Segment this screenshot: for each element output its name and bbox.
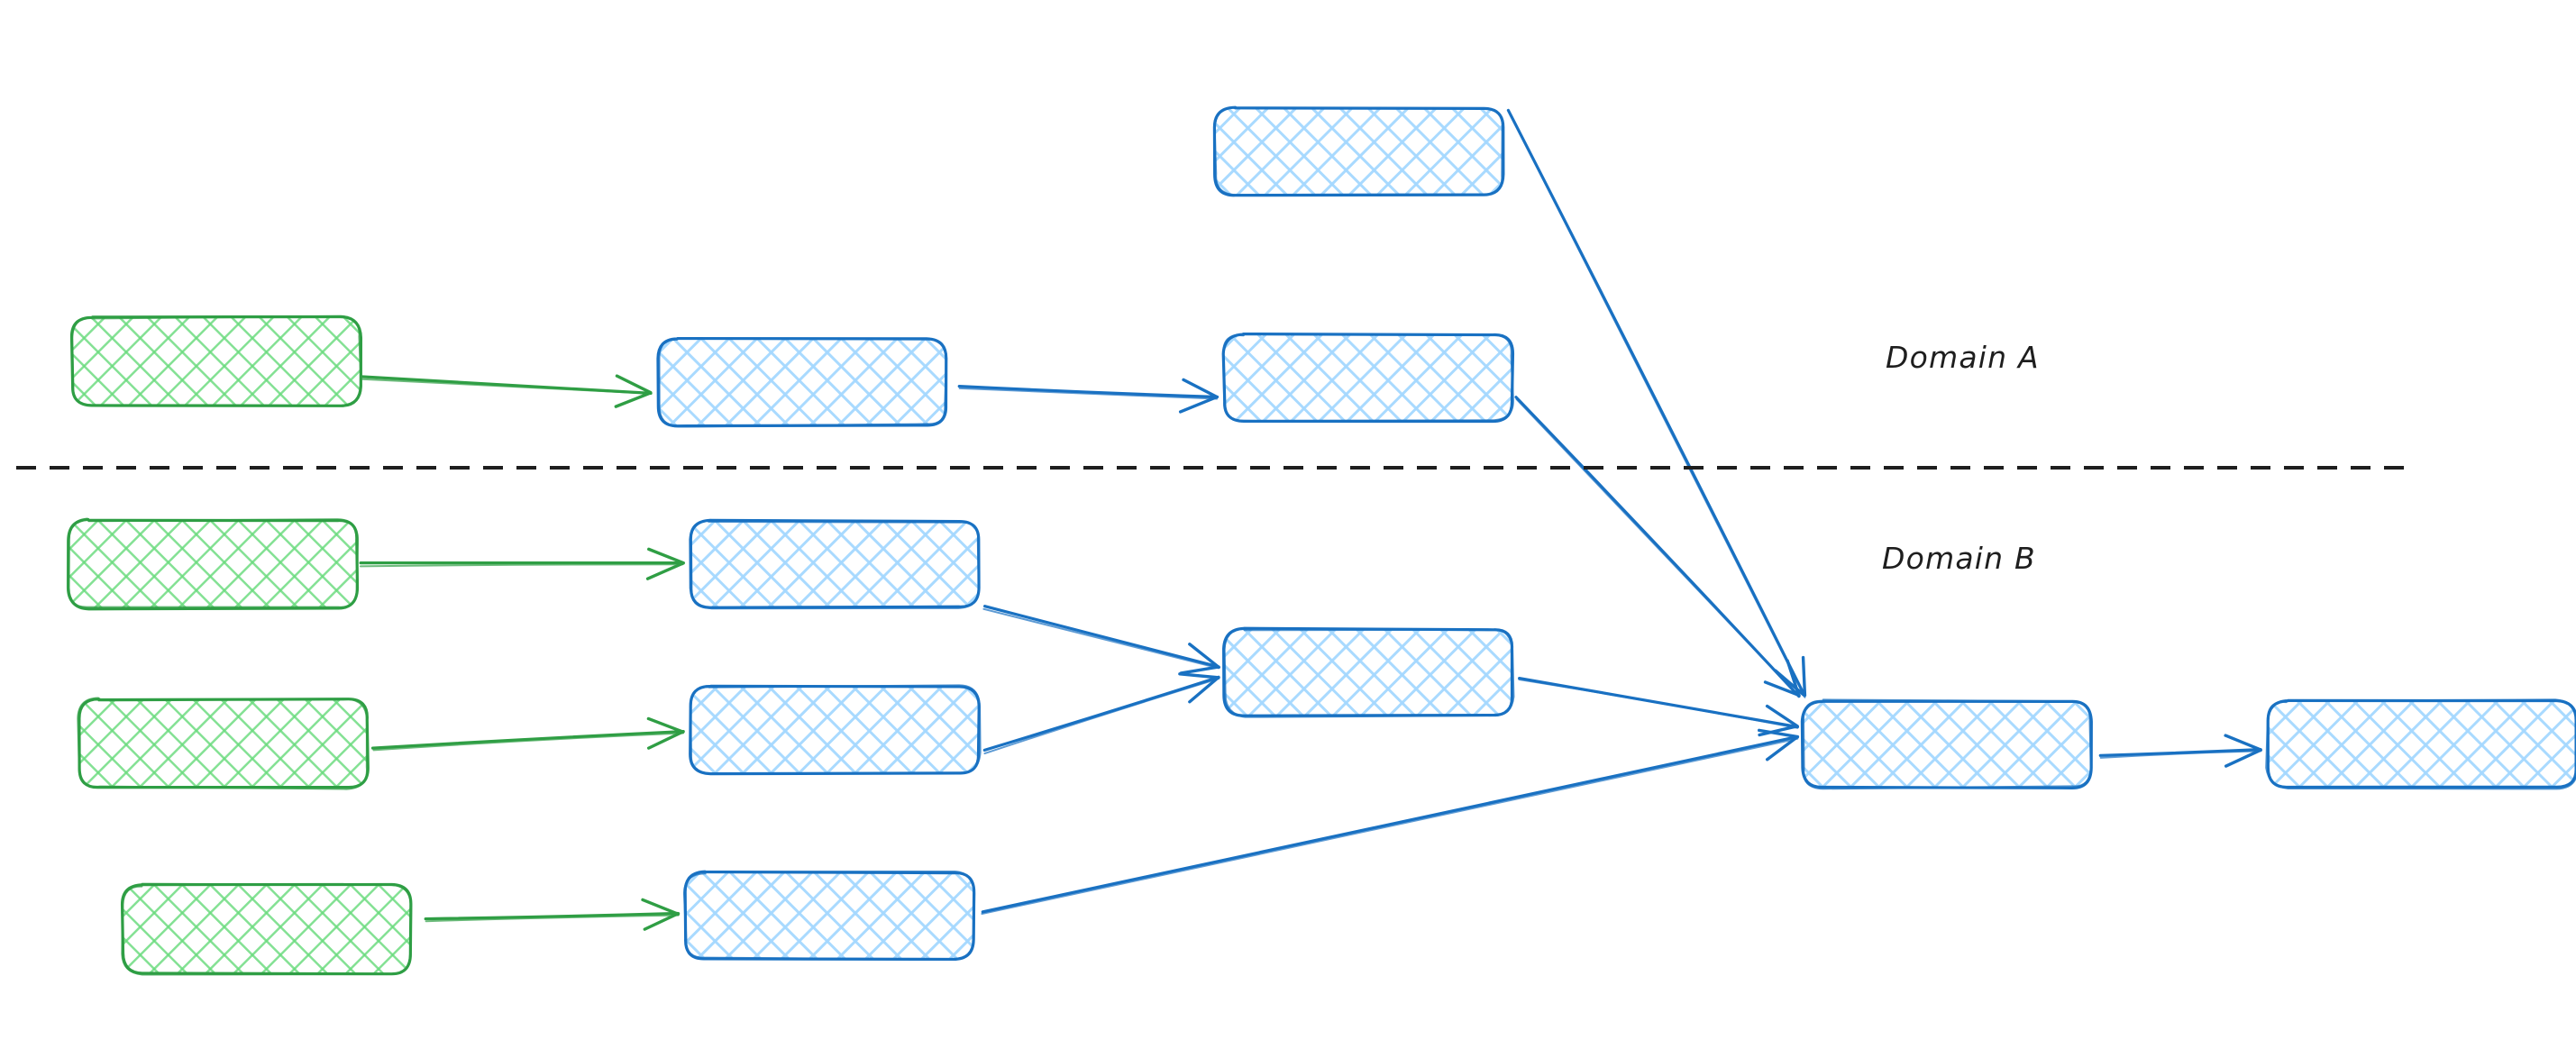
edge-shaft (424, 911, 680, 921)
node-outline (1223, 627, 1515, 718)
arrowhead-lower (615, 374, 653, 395)
edge-shaft (1515, 397, 1801, 698)
node-a-stage-2[interactable] (1221, 332, 1515, 424)
arrowhead-lower (1758, 728, 1800, 739)
node-a-top-node[interactable] (1212, 105, 1505, 197)
edge-e7[interactable] (424, 898, 681, 931)
node-outline (689, 684, 982, 775)
arrowhead-lower (1786, 659, 1801, 698)
edge-shaft (983, 605, 1220, 669)
node-outline (1222, 333, 1514, 423)
edge-e3[interactable] (1506, 108, 1807, 698)
edge-shaft (981, 737, 1799, 915)
node-b-source-1[interactable] (66, 517, 360, 611)
node-b-stage-3[interactable] (682, 870, 976, 962)
node-fill (658, 339, 946, 425)
node-fill (690, 687, 979, 773)
node-outline (121, 882, 413, 976)
arrowhead-upper (1188, 675, 1220, 704)
arrowhead-lower (2224, 734, 2262, 752)
arrowhead-lower (641, 898, 681, 917)
edge-shaft (1518, 678, 1799, 729)
node-a-source-1[interactable] (69, 315, 363, 407)
node-outline (71, 315, 362, 407)
arrowhead-lower (1182, 378, 1219, 399)
nodes-layer (66, 105, 2576, 976)
node-fill (685, 872, 973, 959)
edge-shaft (361, 378, 653, 395)
arrowhead-upper (1179, 665, 1220, 675)
edge-shaft (981, 734, 1799, 914)
arrowhead-upper (1763, 680, 1801, 698)
node-fill (1224, 629, 1512, 716)
node-outline (66, 517, 360, 608)
domain-a-label: Domain A (1886, 340, 2040, 375)
arrowhead-upper (645, 561, 685, 580)
edge-shaft (982, 675, 1220, 752)
node-fill (690, 521, 979, 607)
arrowhead-upper (614, 391, 653, 408)
node-outline (2265, 698, 2576, 790)
edge-e12[interactable] (2098, 734, 2262, 768)
node-b-sink[interactable] (1800, 698, 2093, 790)
node-outline (1213, 106, 1503, 196)
edge-shaft (958, 387, 1219, 400)
node-outline (1802, 698, 2092, 790)
node-outline (689, 519, 981, 610)
node-b-stage-2[interactable] (689, 684, 982, 776)
edge-shaft (1508, 110, 1806, 698)
node-b-output[interactable] (2265, 698, 2576, 790)
arrowhead-upper (647, 730, 685, 750)
edge-e8[interactable] (982, 605, 1220, 675)
node-b-stage-1[interactable] (689, 518, 981, 610)
arrowhead-upper (643, 911, 681, 931)
edge-shaft (957, 384, 1219, 399)
arrowhead-upper (1178, 395, 1219, 414)
node-b-source-2[interactable] (77, 697, 370, 790)
edge-e9[interactable] (982, 672, 1220, 755)
edge-e1[interactable] (361, 374, 653, 408)
arrowhead-lower (1801, 655, 1807, 698)
edge-e10[interactable] (1518, 676, 1800, 737)
edge-shaft (2098, 748, 2262, 757)
node-fill (69, 520, 357, 608)
edges-layer (359, 108, 2262, 931)
arrowhead-lower (1188, 643, 1220, 670)
domain-b-label: Domain B (1882, 541, 2036, 576)
node-fill (72, 317, 361, 406)
node-a-stage-1[interactable] (656, 336, 948, 428)
edge-e2[interactable] (957, 378, 1219, 414)
node-outline (77, 697, 369, 790)
node-b-merge[interactable] (1222, 626, 1515, 718)
edge-shaft (425, 914, 680, 923)
edge-e4[interactable] (1514, 396, 1801, 698)
edge-shaft (2099, 750, 2262, 759)
arrowhead-lower (1178, 672, 1220, 680)
node-outline (78, 698, 370, 789)
arrowhead-lower (647, 547, 686, 565)
node-outline (682, 870, 976, 961)
node-outline (658, 337, 948, 428)
arrowhead-upper (1758, 725, 1799, 737)
arrowhead-upper (2224, 748, 2262, 768)
node-fill (79, 699, 368, 788)
node-b-source-3[interactable] (120, 882, 413, 976)
node-fill (1803, 701, 2091, 788)
edge-shaft (983, 677, 1220, 755)
edge-e5[interactable] (359, 547, 686, 580)
edge-shaft (359, 563, 684, 568)
edge-e11[interactable] (981, 728, 1800, 915)
edge-shaft (982, 607, 1219, 670)
node-fill (1215, 108, 1503, 195)
arrowhead-upper (1765, 734, 1799, 762)
node-fill (123, 885, 411, 973)
edge-shaft (370, 729, 685, 750)
edge-shaft (372, 732, 684, 752)
node-fill (2268, 701, 2576, 788)
node-fill (1224, 334, 1512, 421)
arrowhead-lower (1765, 704, 1799, 728)
arrowhead-lower (646, 716, 685, 734)
edge-e6[interactable] (370, 716, 685, 752)
